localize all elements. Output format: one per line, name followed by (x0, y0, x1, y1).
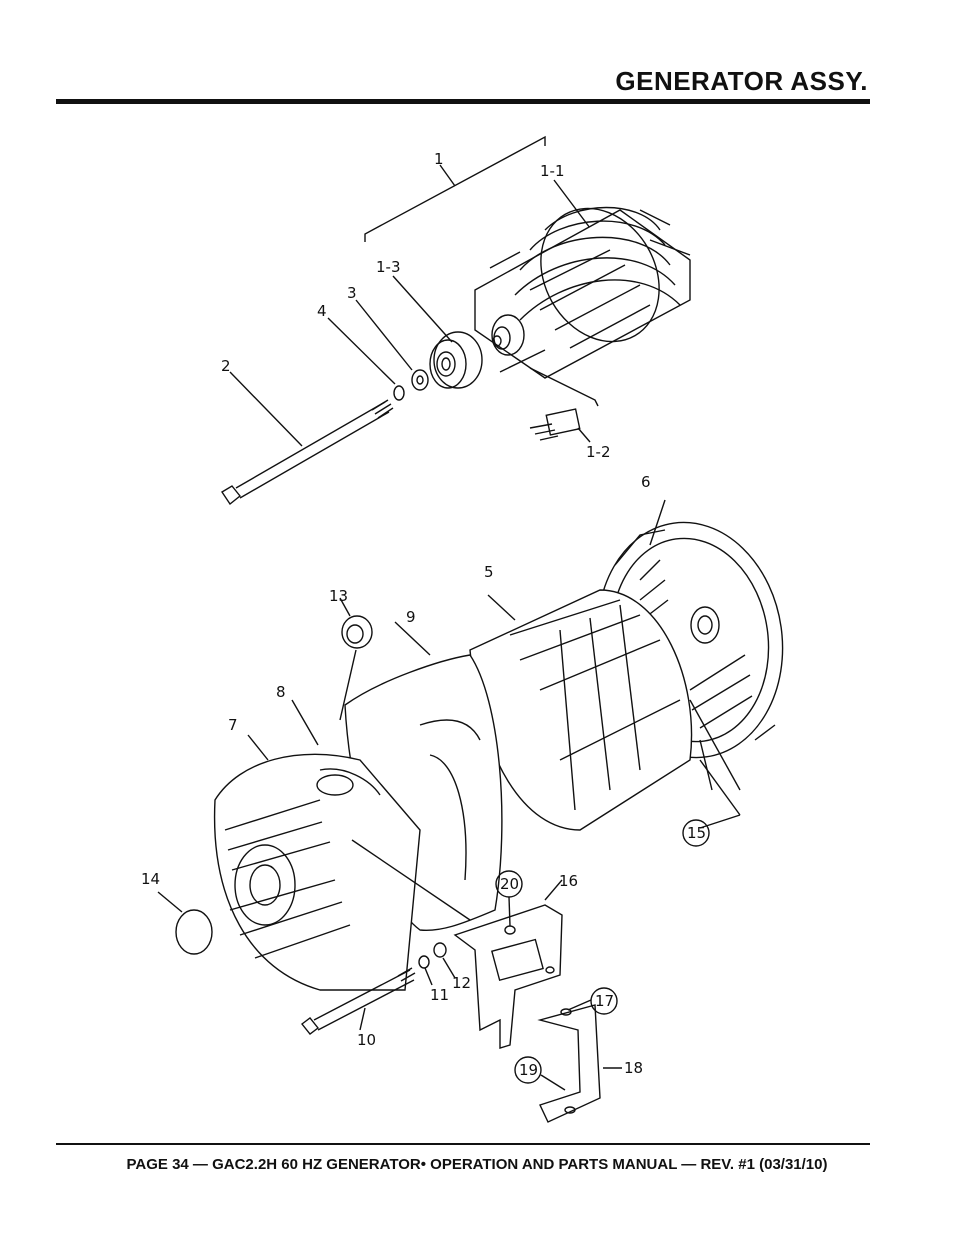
rotor (474, 206, 691, 407)
callout-19: 19 (519, 1061, 538, 1079)
callout-ring-17 (590, 987, 618, 1015)
callout-20: 20 (500, 875, 519, 893)
washer-11 (418, 955, 430, 969)
diode (529, 408, 591, 443)
callout-12: 12 (452, 974, 471, 992)
grommet (339, 597, 373, 721)
page-title: GENERATOR ASSY. (615, 66, 868, 96)
footer-rule (56, 1143, 870, 1145)
callout-17: 17 (595, 992, 614, 1010)
callout-11: 11 (430, 986, 449, 1004)
cap (175, 909, 213, 955)
lock-washer-4 (393, 385, 405, 401)
callout-13: 13 (329, 587, 348, 605)
callout-1-2: 1-2 (586, 443, 611, 461)
callout-1: 1 (434, 150, 444, 168)
group-bracket-1 (364, 135, 546, 242)
callout-3: 3 (347, 284, 357, 302)
page-footer: PAGE 34 — GAC2.2H 60 HZ GENERATOR• OPERA… (126, 1156, 828, 1173)
through-bolt (221, 399, 394, 506)
callout-14: 14 (141, 870, 160, 888)
callout-4: 4 (317, 302, 327, 320)
callout-1-1: 1-1 (540, 162, 565, 180)
front-cover (213, 699, 421, 991)
callout-6: 6 (641, 473, 651, 491)
callout-7: 7 (228, 716, 238, 734)
washer-12 (433, 942, 447, 958)
washer-3 (411, 369, 429, 391)
callout-10: 10 (357, 1031, 376, 1049)
callout-ring-15 (682, 819, 710, 847)
callout-5: 5 (484, 563, 494, 581)
callout-16: 16 (559, 872, 578, 890)
callout-18: 18 (624, 1059, 643, 1077)
callout-15: 15 (687, 824, 706, 842)
bearing (429, 331, 483, 389)
support-bracket (537, 1004, 622, 1123)
callout-8: 8 (276, 683, 286, 701)
mounting-bracket (351, 839, 563, 1049)
header-rule (56, 99, 870, 104)
stator (469, 589, 741, 831)
callout-2: 2 (221, 357, 231, 375)
callout-ring-19 (514, 1056, 542, 1084)
callout-1-3: 1-3 (376, 258, 401, 276)
bolt (301, 967, 416, 1035)
callout-9: 9 (406, 608, 416, 626)
